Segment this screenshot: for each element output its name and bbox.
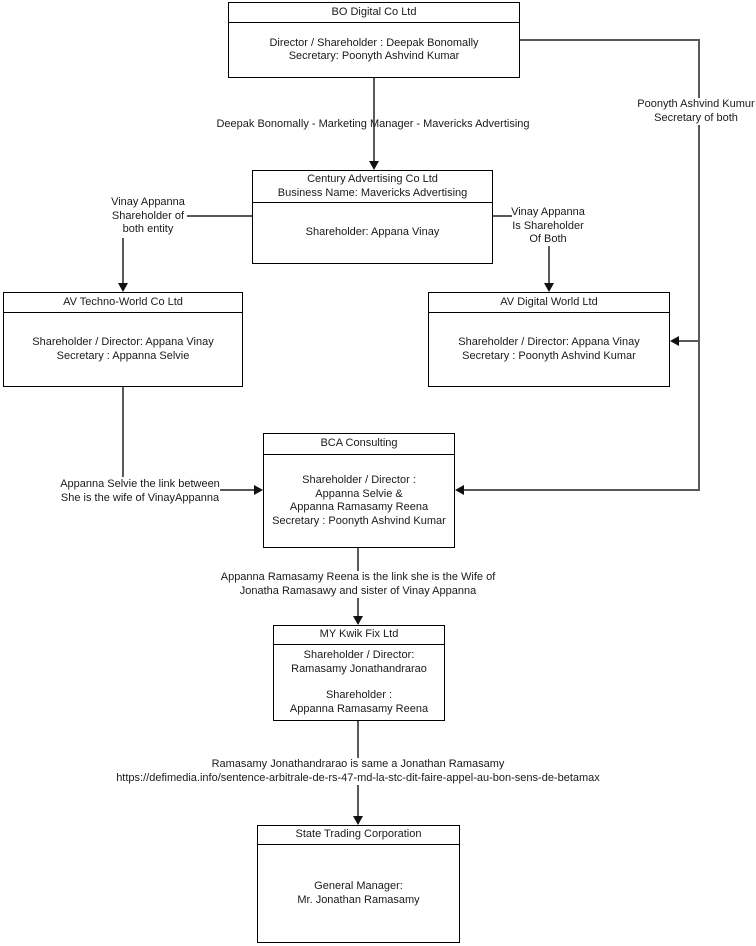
detail-line: Appanna Selvie &: [315, 487, 403, 500]
company-details-century: Shareholder: Appana Vinay: [253, 203, 492, 263]
edge-label-deepak-marketing: Deepak Bonomally - Marketing Manager - M…: [216, 118, 530, 130]
edge-label-vinay-left: Vinay Appanna Shareholder of both entity: [88, 196, 208, 237]
company-title-kwik-fix: MY Kwik Fix Ltd: [274, 626, 444, 645]
arrowhead-into-bca-right-icon: [455, 485, 464, 495]
company-title-av-techno: AV Techno-World Co Ltd: [4, 293, 242, 313]
edge-label-selvie-link: Appanna Selvie the link between She is t…: [40, 478, 240, 505]
edge-label-line: Shareholder of: [111, 209, 185, 222]
detail-line: General Manager:: [314, 880, 403, 892]
edge-label-vinay-right: Vinay Appanna Is Shareholder Of Both: [488, 206, 608, 247]
arrowhead-into-stc-icon: [353, 816, 363, 825]
box-title-text: AV Techno-World Co Ltd: [63, 295, 183, 308]
company-details-av-digital: Shareholder / Director: Appana Vinay Sec…: [429, 313, 669, 386]
arrowhead-into-century-icon: [369, 161, 379, 170]
connector-right-vertical: [698, 39, 700, 491]
connector-vinayleft-to-avtechno: [122, 238, 124, 285]
company-title-bca: BCA Consulting: [264, 434, 454, 455]
edge-label-line: She is the wife of VinayAppanna: [60, 491, 220, 504]
edge-label-line: Is Shareholder: [512, 219, 584, 232]
edge-label-reena-link: Appanna Ramasamy Reena is the link she i…: [108, 571, 608, 598]
company-details-kwik-fix: Shareholder / Director: Ramasamy Jonatha…: [274, 645, 444, 720]
box-title-text: BCA Consulting: [320, 437, 398, 450]
company-box-av-digital: AV Digital World Ltd Shareholder / Direc…: [428, 292, 670, 387]
company-title-av-digital: AV Digital World Ltd: [429, 293, 669, 313]
company-box-bca: BCA Consulting Shareholder / Director : …: [263, 433, 455, 548]
connector-vinayleft-to-century: [187, 215, 252, 217]
company-title-bo-digital: BO Digital Co Ltd: [229, 3, 519, 23]
connector-right-to-bca: [462, 489, 700, 491]
company-details-stc: General Manager: Mr. Jonathan Ramasamy: [258, 845, 459, 942]
detail-line: Shareholder: Appana Vinay: [305, 226, 440, 239]
edge-label-line: both entity: [122, 223, 174, 235]
arrowhead-into-bca-left-icon: [254, 485, 263, 495]
edge-label-jonathan-link: Ramasamy Jonathandrarao is same a Jonath…: [38, 758, 678, 785]
connector-branch-to-avdigital: [677, 340, 700, 342]
detail-line: Shareholder / Director: Appana Vinay: [458, 336, 640, 348]
box-title-text: State Trading Corporation: [295, 828, 422, 841]
box-title-text: AV Digital World Ltd: [500, 295, 598, 308]
company-details-bo-digital: Director / Shareholder : Deepak Bonomall…: [229, 23, 519, 77]
edge-label-line: Vinay Appanna: [111, 196, 185, 208]
company-details-av-techno: Shareholder / Director: Appana Vinay Sec…: [4, 313, 242, 386]
detail-line: Appanna Ramasamy Reena: [289, 501, 429, 513]
box-title-text: MY Kwik Fix Ltd: [319, 628, 399, 641]
company-box-stc: State Trading Corporation General Manage…: [257, 825, 460, 943]
company-box-bo-digital: BO Digital Co Ltd Director / Shareholder…: [228, 2, 520, 78]
company-box-century: Century Advertising Co Ltd Business Name…: [252, 170, 493, 264]
edge-label-line: Ramasamy Jonathandrarao is same a Jonath…: [211, 758, 505, 770]
arrowhead-into-avtechno-icon: [118, 283, 128, 292]
edge-label-line: Appanna Ramasamy Reena is the link she i…: [220, 571, 496, 583]
detail-line: Mr. Jonathan Ramasamy: [297, 893, 420, 906]
connector-selvie-to-bca: [220, 489, 256, 491]
edge-label-line: Of Both: [529, 233, 567, 245]
box-title-text: BO Digital Co Ltd: [331, 5, 417, 18]
edge-label-line: Jonatha Ramasawy and sister of Vinay App…: [239, 584, 477, 597]
arrowhead-into-avdigital-top-icon: [544, 283, 554, 292]
company-details-bca: Shareholder / Director : Appanna Selvie …: [264, 455, 454, 547]
edge-label-line: Poonyth Ashvind Kumur: [637, 98, 755, 110]
box-subtitle-text: Business Name: Mavericks Advertising: [277, 186, 468, 199]
edge-label-line: Appanna Selvie the link between: [60, 478, 220, 490]
box-title-text: Century Advertising Co Ltd: [307, 173, 438, 185]
connector-avtechno-down: [122, 387, 124, 477]
arrowhead-into-kwik-icon: [353, 616, 363, 625]
detail-line: Appanna Ramasamy Reena: [289, 702, 429, 715]
edge-label-line: Vinay Appanna: [511, 206, 585, 218]
company-box-kwik-fix: MY Kwik Fix Ltd Shareholder / Director: …: [273, 625, 445, 721]
company-title-stc: State Trading Corporation: [258, 826, 459, 845]
detail-line: Shareholder :: [325, 689, 393, 701]
connector-century-to-vinayright: [493, 215, 512, 217]
edge-label-poonyth-secretary: Poonyth Ashvind Kumur Secretary of both: [616, 98, 756, 125]
detail-line: Secretary : Appanna Selvie: [56, 349, 190, 362]
detail-line: Director / Shareholder : Deepak Bonomall…: [269, 36, 479, 49]
connector-vinayright-to-avdigital: [548, 246, 550, 286]
detail-line: Shareholder / Director: Appana Vinay: [32, 336, 214, 348]
detail-line: Shareholder / Director:: [303, 649, 415, 661]
detail-line: Shareholder / Director :: [302, 474, 416, 486]
company-box-av-techno: AV Techno-World Co Ltd Shareholder / Dir…: [3, 292, 243, 387]
connector-bodigital-right: [520, 39, 700, 41]
detail-line: Secretary : Poonyth Ashvind Kumar: [272, 514, 446, 527]
edge-label-url: https://defimedia.info/sentence-arbitral…: [116, 771, 600, 784]
company-title-century: Century Advertising Co Ltd Business Name…: [253, 171, 492, 203]
edge-label-line: Secretary of both: [654, 111, 738, 124]
detail-line: Secretary: Poonyth Ashvind Kumar: [288, 50, 460, 62]
detail-line: Ramasamy Jonathandrarao: [291, 662, 427, 675]
arrowhead-into-avdigital-right-icon: [670, 336, 679, 346]
detail-line: Secretary : Poonyth Ashvind Kumar: [462, 349, 636, 362]
connector-bodigital-to-century: [373, 78, 375, 163]
